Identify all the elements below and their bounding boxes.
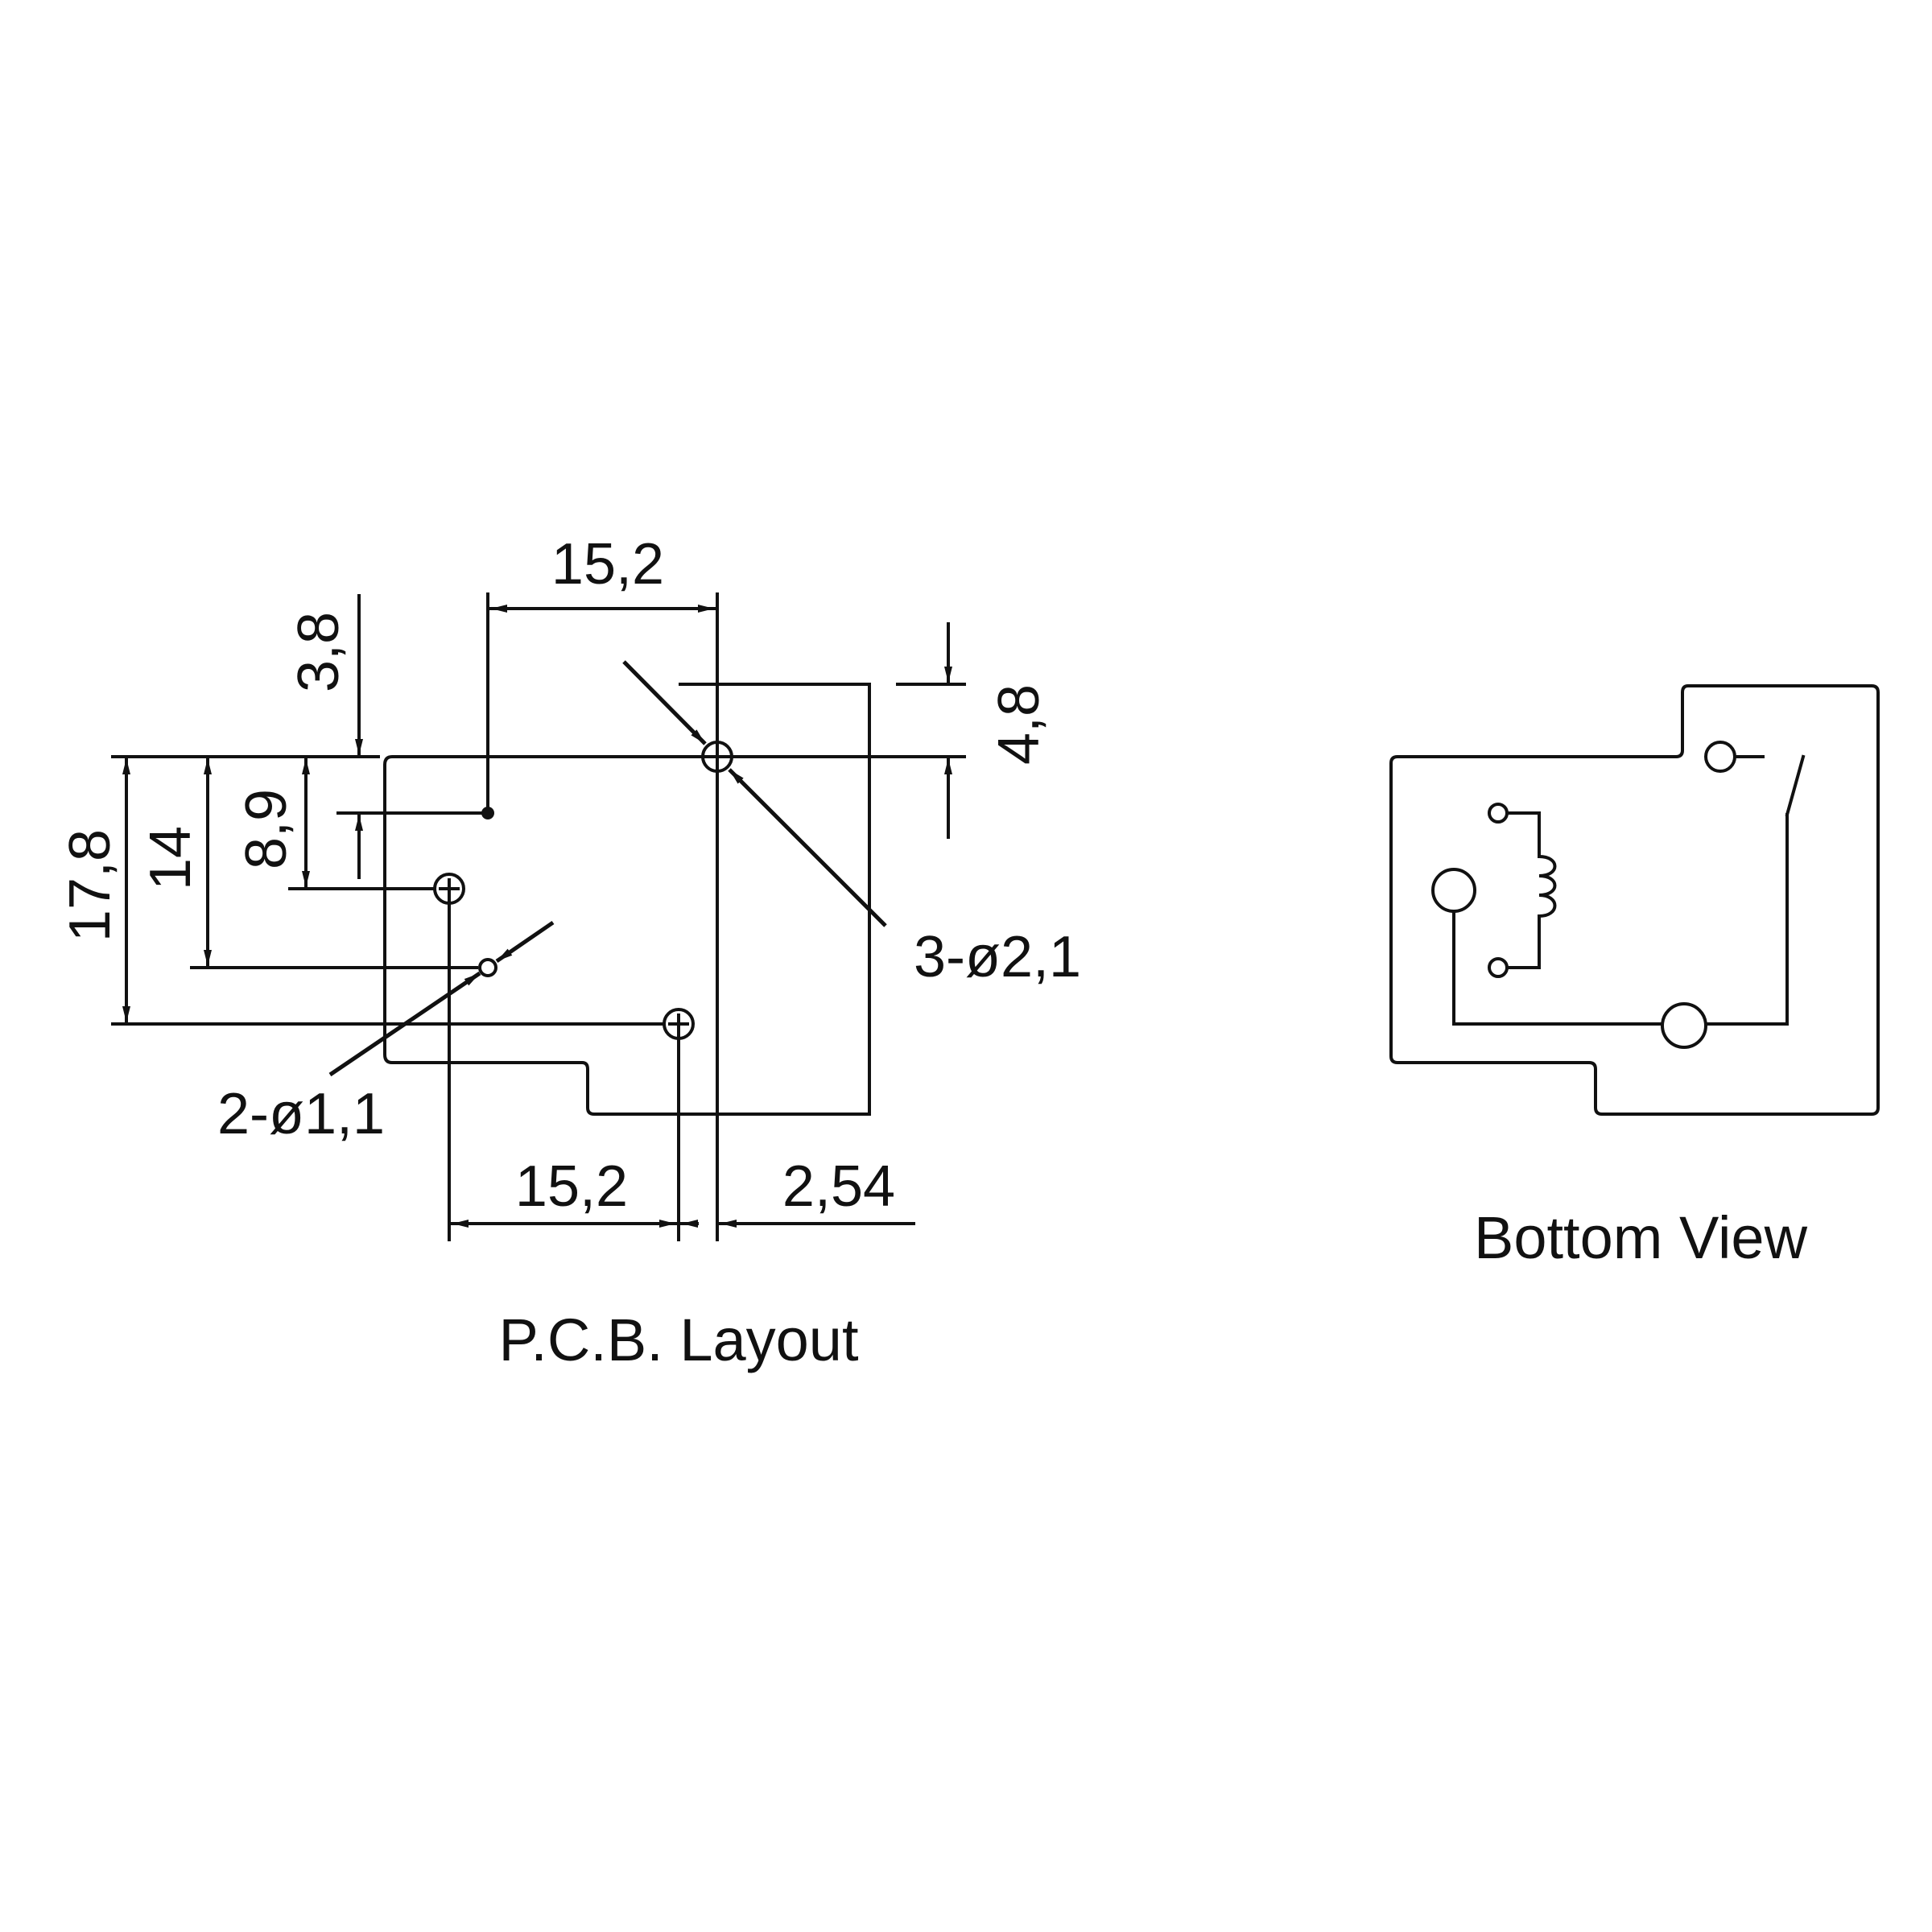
- dim-top-width: 15,2: [489, 532, 716, 613]
- callout-small-holes-label: 2-ø1,1: [217, 1082, 385, 1146]
- dim-left-17-8: 17,8: [58, 757, 130, 1024]
- dim-left-3-8-label: 3,8: [287, 612, 351, 692]
- pcb-outline: [383, 683, 871, 1116]
- dim-top-width-label: 15,2: [551, 532, 664, 597]
- callout-large-holes-label: 3-ø2,1: [914, 925, 1081, 989]
- hole-large-top: [701, 741, 733, 773]
- dim-bottom-width-label: 15,2: [515, 1154, 628, 1219]
- bottom-view: Bottom View: [1389, 684, 1880, 1271]
- common-terminal-bottom: [1661, 1002, 1707, 1049]
- hole-small-bottom: [478, 958, 497, 977]
- switch-blade: [1785, 754, 1806, 817]
- dim-right-offset-label: 4,8: [987, 684, 1051, 765]
- coil-terminal-top: [1488, 803, 1509, 824]
- pcb-layout: 15,2 15,2 2,54 4,8 3,8 8,9: [58, 532, 1081, 1373]
- dim-bottom-offset-label: 2,54: [782, 1154, 895, 1219]
- pcb-layout-caption: P.C.B. Layout: [498, 1307, 858, 1373]
- hole-large-left: [433, 873, 465, 905]
- dim-bottom-offset: 2,54: [680, 1154, 915, 1228]
- common-terminal-left: [1431, 868, 1476, 913]
- coil-terminal-bottom: [1488, 957, 1509, 978]
- bottom-view-caption: Bottom View: [1474, 1204, 1808, 1271]
- switch-terminal-top: [1704, 741, 1736, 773]
- dim-left-17-8-label: 17,8: [58, 829, 122, 942]
- bottom-view-outline: [1389, 684, 1880, 1116]
- dim-bottom-width: 15,2: [451, 1154, 677, 1228]
- dim-left-3-8: 3,8: [287, 594, 363, 879]
- coil-winding-icon: [1537, 854, 1557, 919]
- callout-large-holes: 3-ø2,1: [622, 660, 1081, 989]
- dim-left-14: 14: [138, 757, 212, 968]
- hole-large-bottom: [663, 1008, 695, 1040]
- dim-left-8-9-label: 8,9: [234, 789, 299, 869]
- hole-small-top: [481, 807, 494, 819]
- callout-small-holes: 2-ø1,1: [217, 920, 555, 1146]
- dim-left-8-9: 8,9: [234, 757, 310, 889]
- dim-right-offset: 4,8: [944, 622, 1051, 839]
- coil-wire: [1505, 811, 1541, 969]
- dim-left-14-label: 14: [138, 826, 203, 890]
